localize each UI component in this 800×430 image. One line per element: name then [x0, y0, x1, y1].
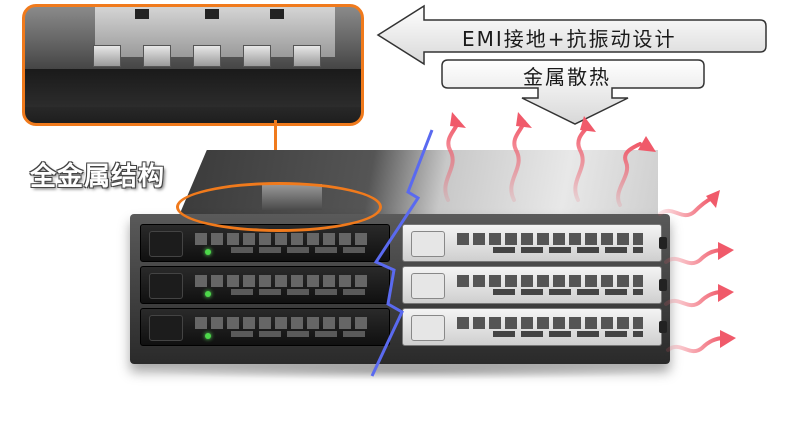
- zoom-notch: [205, 9, 219, 19]
- floor-shadow: [140, 362, 680, 380]
- zoom-ground-contact: [293, 45, 321, 67]
- bay-latch: [659, 279, 667, 291]
- zoom-ground-contact: [243, 45, 271, 67]
- heat-wave-arrowhead: [450, 112, 656, 152]
- zoom-dark-bezel: [25, 69, 361, 107]
- status-led: [205, 291, 211, 297]
- drive-bay-metal: [402, 224, 667, 262]
- bay-vents: [195, 317, 371, 329]
- bay-vents: [493, 289, 643, 295]
- zoom-ground-contact: [93, 45, 121, 67]
- bay-vents: [457, 275, 643, 287]
- bay-vents: [195, 275, 371, 287]
- page-title: 全金属结构: [30, 162, 166, 192]
- bay-handle: [149, 231, 183, 257]
- bay-vents: [231, 289, 371, 295]
- bay-latch: [659, 237, 667, 249]
- zoom-ground-contact: [193, 45, 221, 67]
- zoom-notch: [135, 9, 149, 19]
- drive-bay: [140, 308, 390, 346]
- drive-enclosure: [130, 214, 670, 364]
- bay-vents: [231, 247, 371, 253]
- zoom-ground-contact: [143, 45, 171, 67]
- bay-handle: [149, 315, 183, 341]
- bay-vents: [493, 331, 643, 337]
- drive-bay: [140, 266, 390, 304]
- heat-wave-arrowhead: [706, 190, 736, 348]
- status-led: [205, 249, 211, 255]
- emi-callout-label: EMI接地+抗振动设计: [462, 27, 677, 51]
- metal-cooling-label: 金属散热: [523, 65, 611, 89]
- bay-vents: [457, 233, 643, 245]
- bay-handle: [149, 273, 183, 299]
- zoom-notch: [270, 9, 284, 19]
- bay-vents: [493, 247, 643, 253]
- bay-vents: [231, 331, 371, 337]
- drive-bay-metal: [402, 266, 667, 304]
- bay-handle: [411, 315, 445, 341]
- bay-handle: [411, 273, 445, 299]
- highlight-ring: [176, 182, 382, 232]
- bay-vents: [457, 317, 643, 329]
- bay-latch: [659, 321, 667, 333]
- bay-vents: [195, 233, 371, 245]
- status-led: [205, 333, 211, 339]
- zoom-inset-photo: [22, 4, 364, 126]
- bay-handle: [411, 231, 445, 257]
- drive-bay-metal: [402, 308, 667, 346]
